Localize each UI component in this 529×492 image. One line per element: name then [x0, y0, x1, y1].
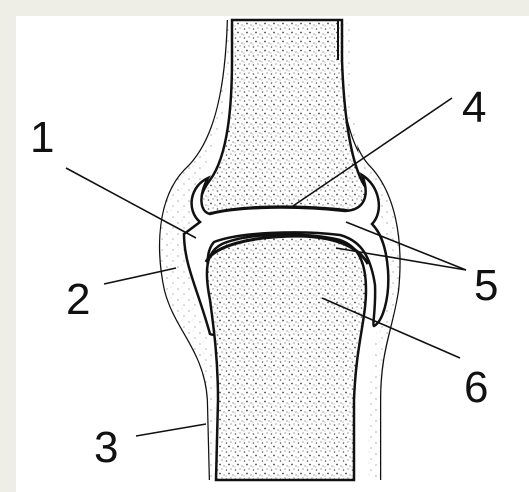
- lower-bone: [207, 234, 366, 480]
- leader-line-3: [136, 424, 206, 436]
- label-3: 3: [94, 423, 118, 472]
- label-5: 5: [474, 261, 498, 310]
- label-6: 6: [464, 363, 488, 412]
- label-4: 4: [462, 83, 486, 132]
- label-1: 1: [30, 113, 54, 162]
- label-2: 2: [66, 275, 90, 324]
